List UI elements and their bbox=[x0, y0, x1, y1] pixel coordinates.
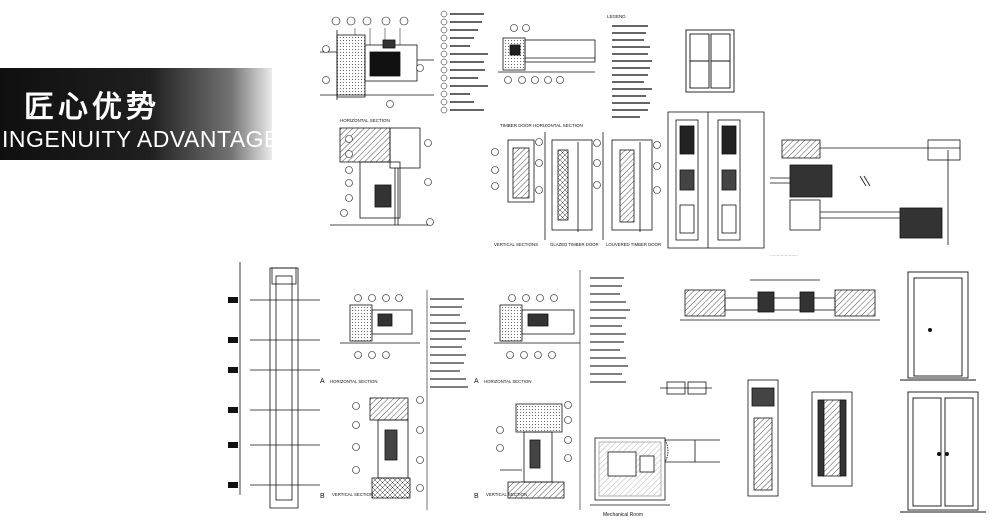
legend-list bbox=[612, 25, 652, 118]
callout-list-top-text bbox=[450, 13, 488, 111]
scribble-label-curtain: ····················· bbox=[770, 253, 798, 258]
caption-section-b-right: VERTICAL SECTION bbox=[486, 492, 527, 497]
callout-markers-a-left bbox=[354, 294, 403, 359]
caption-vertical-sections: VERTICAL SECTIONS bbox=[494, 242, 538, 247]
caption-section-a-right: HORIZONTAL SECTION bbox=[484, 379, 532, 384]
banner-title-en: INGENUITY ADVANTAGE bbox=[2, 126, 280, 152]
detail-timber-door-horizontal bbox=[498, 37, 596, 73]
callout-list-top bbox=[440, 10, 448, 114]
callout-list-middle bbox=[430, 298, 470, 388]
caption-section-b-left: VERTICAL SECTION bbox=[332, 492, 373, 497]
caption-timber-door-section: TIMBER DOOR HORIZONTAL SECTION bbox=[500, 123, 583, 128]
tall-window-elevation bbox=[239, 262, 320, 509]
detail-section-b-right bbox=[500, 403, 565, 499]
door-elevation-single bbox=[900, 271, 976, 381]
caption-section-a-left: HORIZONTAL SECTION bbox=[330, 379, 378, 384]
sill-section bbox=[680, 279, 880, 321]
letter-a-right: A bbox=[474, 378, 479, 385]
letter-a-left: A bbox=[320, 378, 325, 385]
caption-glazed-timber-door: GLAZED TIMBER DOOR bbox=[550, 242, 599, 247]
caption-mechanical-room: Mechanical Room bbox=[603, 512, 643, 518]
door-elevation-double bbox=[900, 391, 986, 513]
detail-horizontal-section-top bbox=[320, 28, 434, 100]
detail-section-a-right bbox=[494, 304, 580, 344]
callout-list-right bbox=[590, 277, 630, 383]
callout-markers-a-right bbox=[506, 294, 558, 359]
leader-lines bbox=[354, 28, 401, 45]
mullion-section-pair bbox=[667, 111, 765, 249]
caption-horizontal-section-top: HORIZONTAL SECTION bbox=[340, 118, 390, 123]
curtain-wall-plan bbox=[770, 139, 961, 245]
legend-heading: LEGEND bbox=[607, 14, 626, 19]
callout-markers-b-right bbox=[496, 401, 572, 462]
detail-section-b-left bbox=[369, 397, 411, 499]
detail-vertical-section-top bbox=[330, 127, 430, 226]
callout-markers-mid bbox=[340, 135, 434, 226]
door-vertical-section-2 bbox=[811, 391, 853, 487]
banner-title-cn: 匠心优势 bbox=[24, 90, 160, 125]
tall-elevation-ticks bbox=[228, 297, 238, 488]
callout-markers-timber bbox=[504, 24, 564, 84]
callout-markers-b-left bbox=[352, 396, 424, 492]
callout-markers-top bbox=[322, 16, 424, 108]
caption-louvered-timber-door: LOUVERED TIMBER DOOR bbox=[606, 242, 661, 247]
detail-section-a-left bbox=[340, 304, 420, 344]
letter-b-left: B bbox=[320, 493, 325, 500]
door-frame-section-small bbox=[660, 381, 712, 395]
ingenuity-banner: 匠心优势 INGENUITY ADVANTAGE bbox=[0, 68, 279, 160]
letter-b-right: B bbox=[474, 493, 479, 500]
window-elevation bbox=[685, 29, 735, 93]
door-vertical-section-1 bbox=[747, 379, 779, 497]
detail-vertical-sections-doors bbox=[507, 132, 653, 240]
mechanical-room-plan bbox=[590, 437, 720, 506]
callout-markers-doors bbox=[491, 138, 661, 194]
